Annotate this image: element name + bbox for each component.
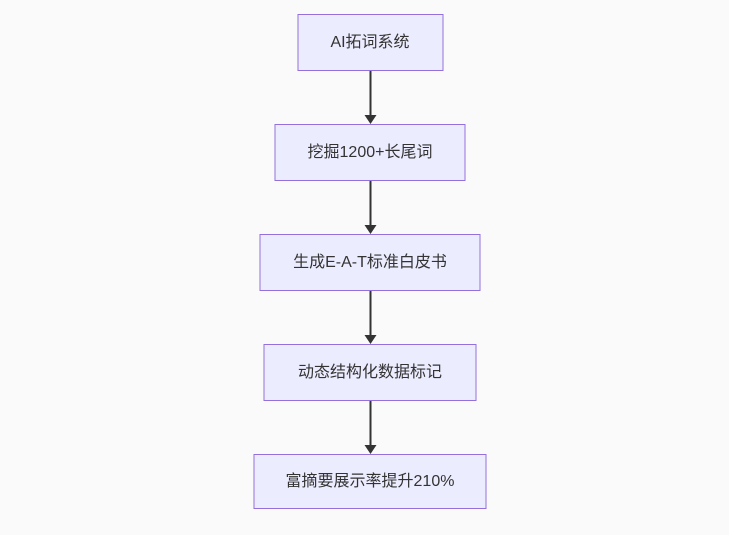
flow-node-label: 富摘要展示率提升210% xyxy=(285,472,455,490)
arrow-down xyxy=(364,181,376,234)
flowchart: AI拓词系统 挖掘1200+长尾词 生成E-A-T标准白皮书 动态结构化数据标记… xyxy=(253,14,487,509)
flow-node-label: 挖掘1200+长尾词 xyxy=(307,143,433,161)
flow-node: 富摘要展示率提升210% xyxy=(253,454,487,509)
arrow-line xyxy=(369,181,371,225)
flow-node-label: AI拓词系统 xyxy=(330,33,410,51)
arrow-line xyxy=(369,291,371,335)
flow-node-label: 动态结构化数据标记 xyxy=(297,363,442,381)
arrow-line xyxy=(369,71,371,115)
arrow-down xyxy=(364,401,376,454)
arrowhead-icon xyxy=(364,115,376,124)
arrowhead-icon xyxy=(364,335,376,344)
arrow-down xyxy=(364,291,376,344)
arrowhead-icon xyxy=(364,445,376,454)
arrowhead-icon xyxy=(364,225,376,234)
flow-node-label: 生成E-A-T标准白皮书 xyxy=(293,253,447,271)
flow-node: 挖掘1200+长尾词 xyxy=(274,124,466,181)
flow-node: AI拓词系统 xyxy=(297,14,443,71)
flow-node: 动态结构化数据标记 xyxy=(263,344,477,401)
flow-node: 生成E-A-T标准白皮书 xyxy=(259,234,481,291)
arrow-down xyxy=(364,71,376,124)
arrow-line xyxy=(369,401,371,445)
